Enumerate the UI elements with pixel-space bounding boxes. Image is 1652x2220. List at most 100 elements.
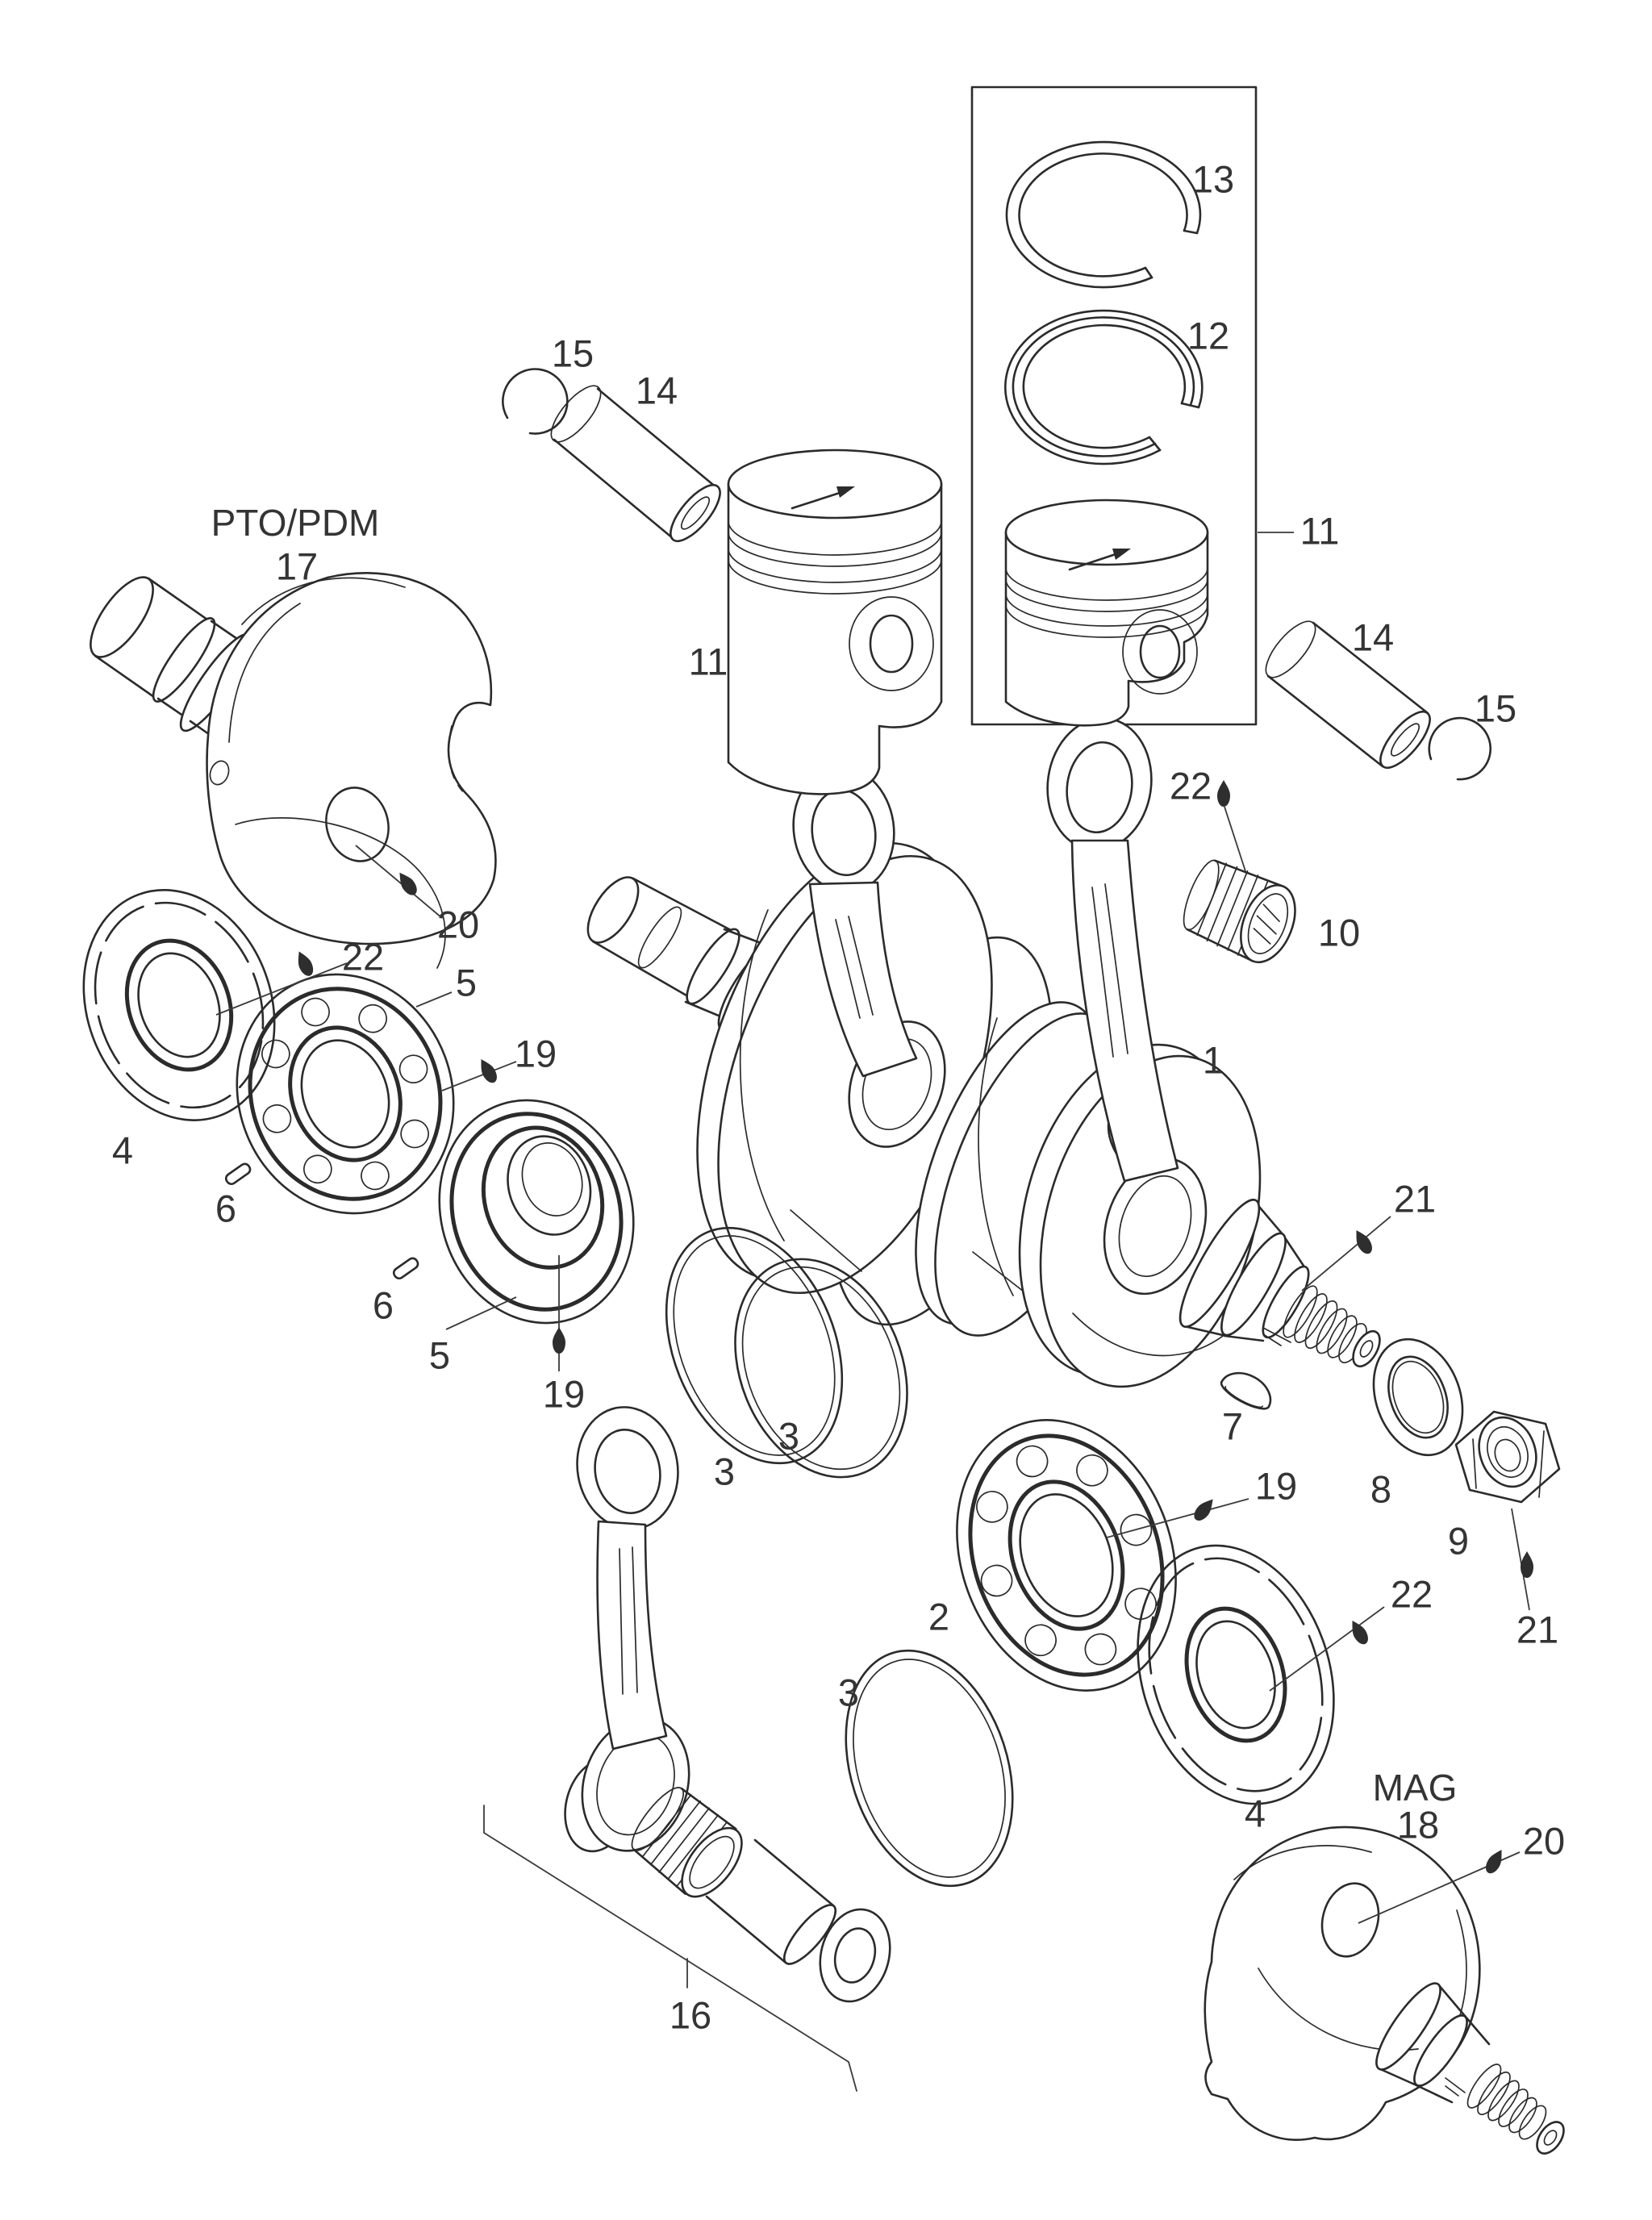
callout-22-right: 22	[1391, 1572, 1433, 1615]
shim-3-mid-right	[734, 1258, 908, 1479]
mag-flywheel-18	[1204, 1826, 1565, 2155]
leader-22-top	[1224, 806, 1246, 872]
connecting-rod-right	[1046, 717, 1208, 1296]
pto-flywheel-body	[206, 572, 497, 945]
callout-19a: 19	[515, 1032, 557, 1075]
circlip-right	[1428, 716, 1492, 781]
callout-14-right: 14	[1352, 616, 1394, 658]
callout-2: 2	[928, 1595, 949, 1638]
piston-left-pin-boss	[849, 596, 934, 691]
mag-shaft	[1375, 1982, 1565, 2155]
piston-box-arrow	[1068, 549, 1131, 571]
callout-3-mid-left: 3	[714, 1450, 735, 1492]
mag-title-number: 18	[1397, 1803, 1439, 1846]
callout-7: 7	[1222, 1404, 1243, 1447]
drop-22-top	[1217, 780, 1230, 807]
callout-19b: 19	[543, 1372, 585, 1415]
crank-web-d-face-line	[1072, 1312, 1232, 1357]
leader-21-upper	[1301, 1216, 1391, 1292]
piston-ring-12	[1004, 309, 1204, 465]
callout-12: 12	[1187, 314, 1229, 357]
callout-11-box: 11	[1300, 509, 1340, 552]
conrod-kit-bracket	[483, 1805, 857, 2092]
bearing-5b	[438, 1099, 635, 1325]
mag-shaft-threads	[1466, 2064, 1547, 2140]
leader-19a	[441, 1061, 517, 1091]
crank-pin-16	[705, 1838, 837, 1965]
callout-20-right: 20	[1523, 1819, 1565, 1862]
callout-20-left: 20	[437, 903, 479, 945]
callout-6a: 6	[215, 1187, 236, 1229]
crank-nut-9	[1454, 1410, 1561, 1504]
leader-19c	[1106, 1498, 1249, 1538]
drop-21-lower	[1521, 1551, 1533, 1578]
drop-19c	[1191, 1495, 1218, 1524]
callout-15-right: 15	[1475, 686, 1516, 729]
piston-left-crown	[727, 449, 943, 520]
ball-bearing-5a	[236, 973, 455, 1215]
callout-15-left: 15	[552, 332, 594, 374]
pto-pin-bore	[325, 787, 390, 862]
callout-labels: 13 12 11 11 15 14 14 15 22 10 1 20 22 5 …	[112, 157, 1565, 2036]
callout-3-mid-right: 3	[778, 1414, 799, 1457]
needle-bearing-10	[1183, 859, 1296, 964]
leader-5a	[415, 991, 453, 1008]
leader-22-right	[1269, 1606, 1385, 1692]
wristpin-left	[550, 385, 721, 543]
pto-title-number: 17	[276, 545, 318, 587]
woodruff-key-7	[1220, 1371, 1272, 1410]
piston-box-pin-hole	[1139, 624, 1181, 679]
callout-14-left: 14	[636, 369, 678, 411]
piston-left-body	[727, 482, 943, 795]
shim-3-mid-left	[665, 1226, 844, 1465]
lock-washer-8	[1372, 1337, 1464, 1457]
crank-pto-nose	[1179, 1198, 1381, 1368]
drop-21-upper	[1350, 1227, 1375, 1257]
callout-4-right: 4	[1245, 1792, 1266, 1834]
leader-20-left	[355, 845, 443, 919]
callout-10: 10	[1318, 911, 1360, 954]
thrust-washer-right	[819, 1908, 891, 2003]
conrod-kit-16	[483, 1406, 891, 2092]
crank-keyway-slot	[1262, 1327, 1291, 1343]
oil-seal-4-left	[82, 889, 276, 1121]
pto-small-hole	[209, 760, 230, 786]
piston-left-group	[727, 449, 943, 795]
piston-box-group	[1004, 499, 1209, 727]
piston-left-arrow	[791, 486, 855, 510]
ball-bearing-2	[956, 1419, 1177, 1692]
piston-box-crown	[1004, 499, 1209, 566]
callout-16: 16	[670, 1993, 711, 2036]
callout-5b: 5	[429, 1333, 450, 1376]
callout-8: 8	[1370, 1467, 1391, 1510]
circlip-left	[502, 368, 569, 435]
callout-4-left: 4	[112, 1129, 133, 1171]
conrod-shaft	[596, 1520, 668, 1751]
callout-1: 1	[1203, 1038, 1224, 1081]
dowel-pin-6b	[392, 1257, 419, 1280]
crank-web-a-face-line	[739, 909, 785, 1241]
callout-9: 9	[1448, 1519, 1469, 1562]
drop-20-right	[1483, 1847, 1508, 1876]
connecting-rod-left	[792, 765, 946, 1148]
piston-box-pin-boss	[1122, 609, 1198, 695]
shim-3-bottom	[845, 1649, 1014, 1888]
leader-21-lower	[1511, 1508, 1530, 1611]
leader-22-left	[215, 962, 348, 1016]
callout-22-left: 22	[342, 935, 384, 978]
callout-21-upper: 21	[1394, 1177, 1436, 1220]
callout-19c: 19	[1255, 1464, 1297, 1507]
crankshaft-assembly	[586, 717, 1381, 1388]
callout-13: 13	[1192, 157, 1234, 200]
oil-seal-4-right	[1137, 1544, 1335, 1805]
callout-21-lower: 21	[1516, 1608, 1558, 1650]
mag-title: MAG	[1373, 1767, 1458, 1809]
crank-web-a-chamfer	[790, 1209, 862, 1272]
piston-ring-13	[1005, 140, 1202, 289]
callout-22-top: 22	[1170, 764, 1212, 807]
pto-flywheel-17	[90, 572, 497, 969]
pto-title: PTO/PDM	[211, 502, 380, 544]
drop-19a	[475, 1056, 500, 1086]
